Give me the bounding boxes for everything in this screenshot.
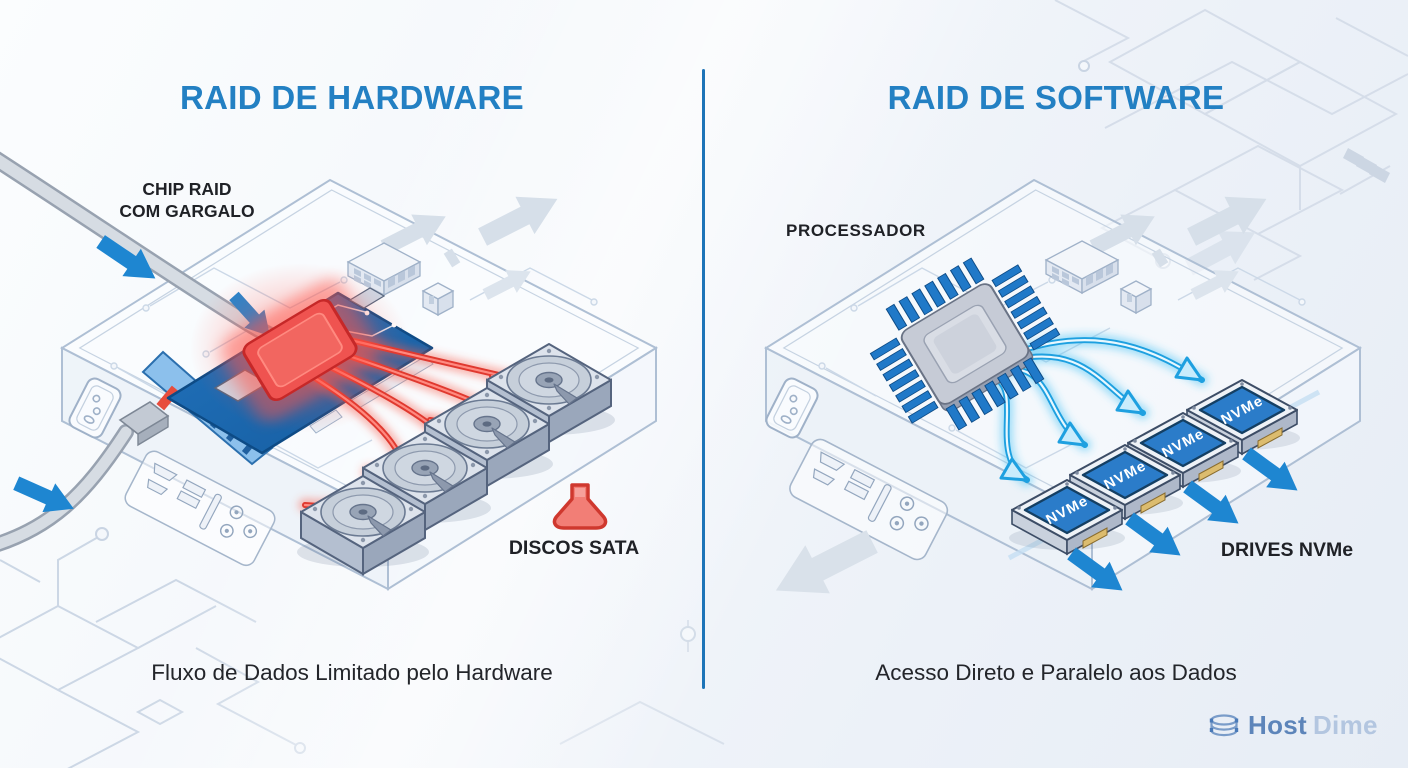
decorative-arrow-icon (763, 517, 885, 615)
right-panel-title: RAID DE SOFTWARE (887, 79, 1225, 116)
raid-chip (221, 278, 379, 422)
right-panel-caption: Acesso Direto e Paralelo aos Dados (875, 660, 1237, 685)
sata-disks-label: DISCOS SATA (508, 537, 640, 559)
case-decoration (65, 180, 567, 570)
trace-arrowheads (999, 356, 1204, 482)
chip-raid-label: CHIP RAID COM GARGALO (87, 178, 287, 222)
chip-raid-label-line2: COM GARGALO (119, 201, 255, 221)
brand-host-text: Host (1248, 710, 1307, 740)
disk-stack-icon (1209, 713, 1239, 736)
chip-raid-label-line1: CHIP RAID (142, 179, 232, 199)
nvme-drives-label: DRIVES NVMe (1220, 539, 1354, 561)
software-raid-illustration: NVMe NVMe NVMe NVMe (762, 179, 1361, 615)
brand-dime-text: Dime (1312, 710, 1378, 740)
bottleneck-funnel-icon (552, 483, 608, 530)
left-panel-title: RAID DE HARDWARE (180, 79, 524, 116)
processor-label: PROCESSADOR (786, 221, 926, 240)
cpu-chip (869, 257, 1061, 431)
hardware-raid-illustration (0, 151, 657, 590)
panel-divider (702, 69, 705, 689)
left-panel-caption: Fluxo de Dados Limitado pelo Hardware (151, 660, 553, 685)
case-decoration (762, 180, 1276, 615)
